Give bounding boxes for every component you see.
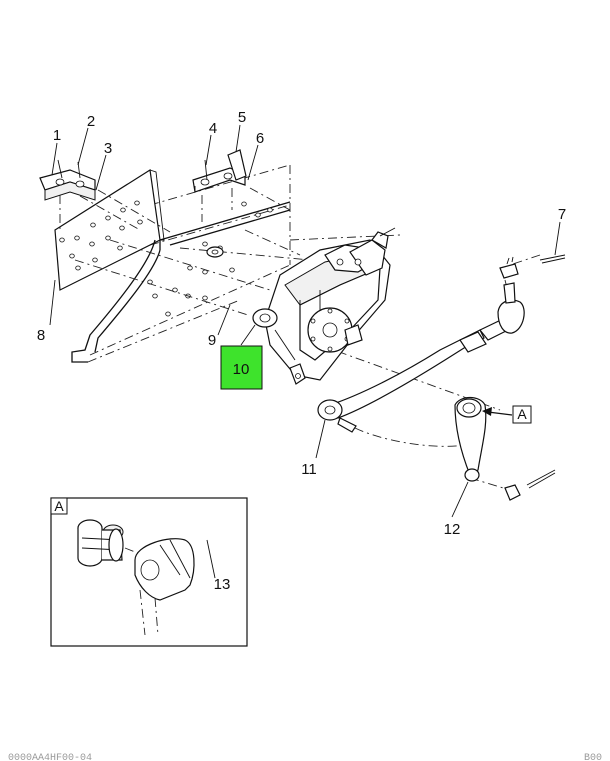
detail-ref-a-letter: A xyxy=(517,406,527,422)
frame-rail xyxy=(89,164,291,356)
leader-lines xyxy=(49,124,561,518)
callout-8: 8 xyxy=(37,327,45,344)
detail-inset: A 13 xyxy=(50,497,248,647)
callout-4: 4 xyxy=(209,120,217,137)
callout-2: 2 xyxy=(87,113,95,130)
footer-suffix: B00 xyxy=(584,753,602,761)
washer xyxy=(206,246,224,258)
callout-9: 9 xyxy=(208,332,216,349)
footer: 0000AA4HF00-04 B00 xyxy=(8,753,602,761)
inset-label-a: A xyxy=(54,498,64,514)
callout-6: 6 xyxy=(256,130,264,147)
callout-1: 1 xyxy=(53,127,61,144)
detail-ref-a[interactable]: A xyxy=(512,405,532,424)
top-clamp-bracket xyxy=(192,149,247,193)
callout-11: 11 xyxy=(301,461,317,478)
callout-7: 7 xyxy=(558,206,566,223)
part-10-highlight[interactable]: 10 xyxy=(220,345,263,390)
ball-joint-end xyxy=(497,254,566,334)
mounting-plate xyxy=(54,168,165,291)
callout-13: 13 xyxy=(214,576,231,593)
callout-labels: 1 2 3 4 5 6 7 8 9 11 12 xyxy=(37,109,566,538)
left-clamp-bracket xyxy=(39,159,96,201)
callout-5: 5 xyxy=(238,109,246,126)
steering-gear xyxy=(252,227,396,385)
footer-code: 0000AA4HF00-04 xyxy=(8,753,92,761)
arm-end-detail xyxy=(134,538,216,636)
callout-3: 3 xyxy=(104,140,112,157)
callout-12: 12 xyxy=(444,521,461,538)
bushing xyxy=(77,519,156,567)
pitman-arm xyxy=(454,396,556,501)
callout-10[interactable]: 10 xyxy=(233,361,250,378)
